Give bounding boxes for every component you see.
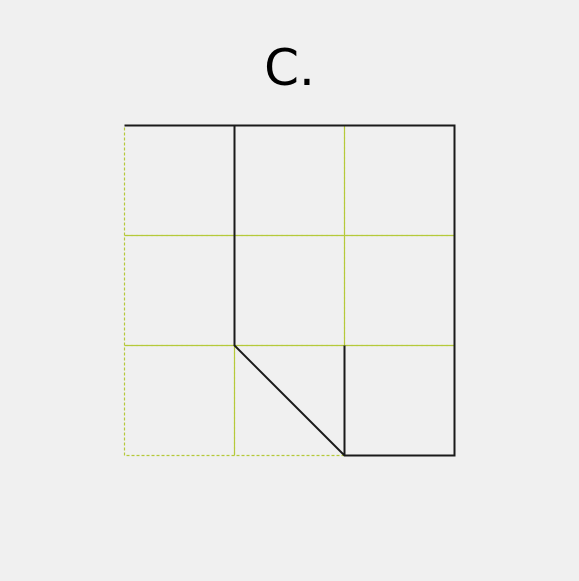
grid-cell (343, 124, 456, 237)
grid-cell (343, 234, 456, 347)
grid-cell (123, 344, 236, 457)
dashed-grid (123, 124, 456, 457)
grid-cell (123, 234, 236, 347)
shape-figure (124, 124, 456, 457)
grid-cell (233, 124, 346, 237)
grid-cell (233, 234, 346, 347)
grid-cell (123, 124, 236, 237)
grid-cell (343, 344, 456, 457)
shape-outline (124, 124, 456, 457)
option-label: C. (264, 39, 315, 97)
